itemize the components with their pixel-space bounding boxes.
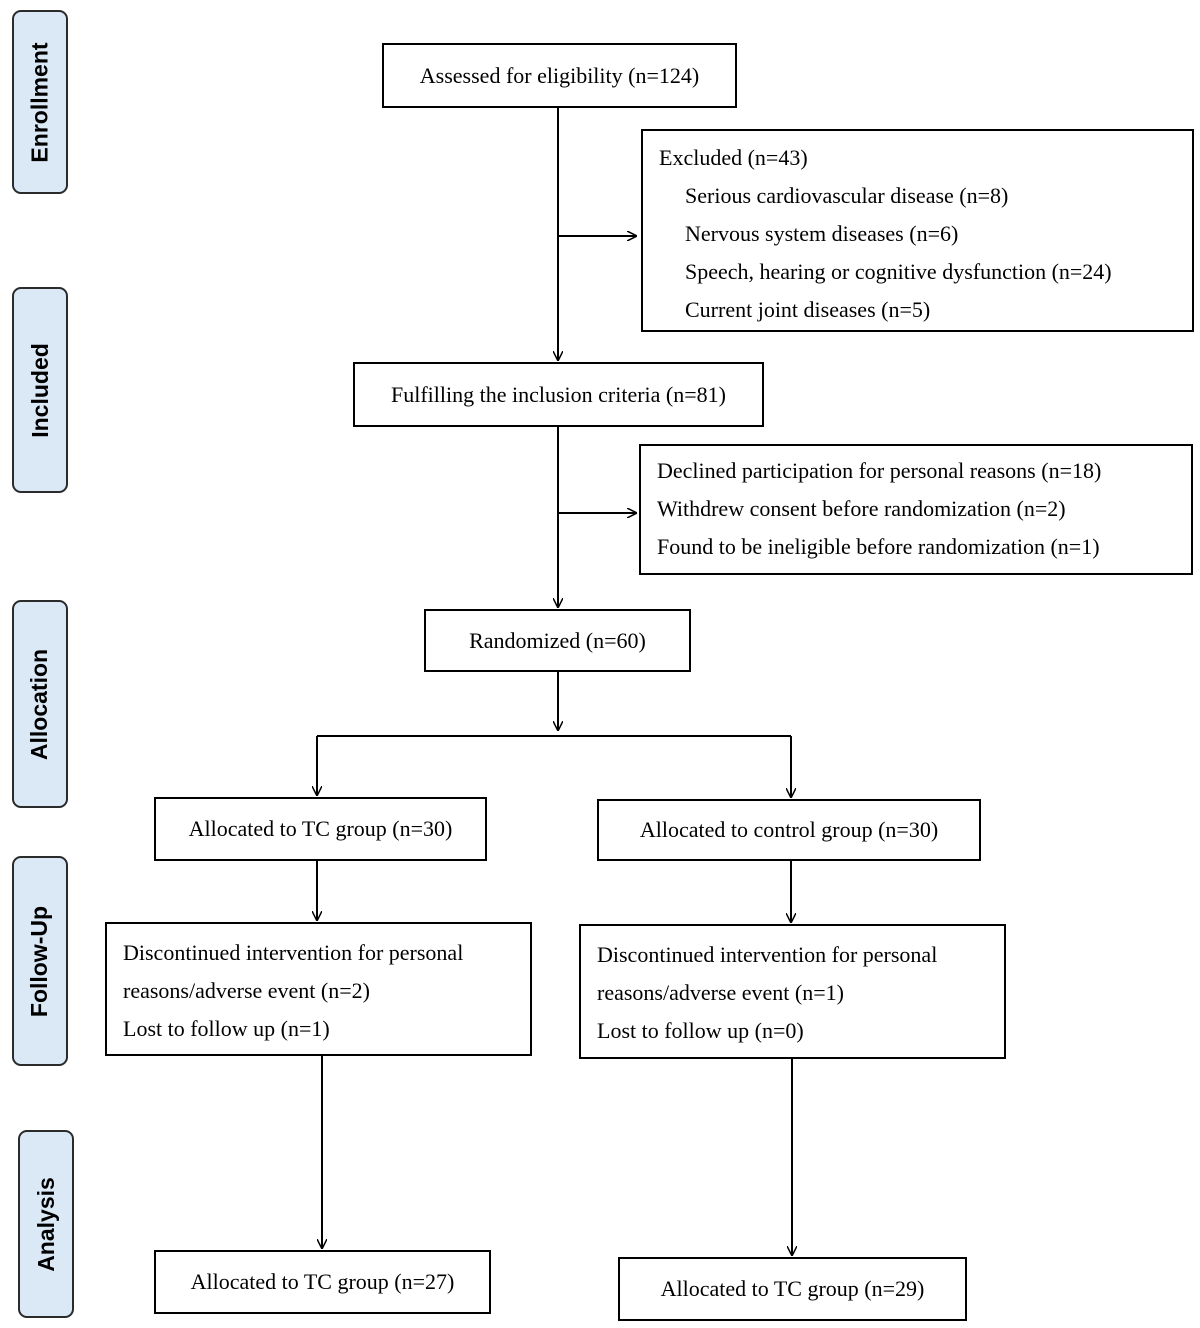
analysis-control-box: Allocated to TC group (n=29) <box>618 1257 967 1321</box>
followup-control-item: Lost to follow up (n=0) <box>597 1018 804 1043</box>
assessed-box: Assessed for eligibility (n=124) <box>382 43 737 108</box>
followup-control-item: Discontinued intervention for personal <box>597 942 938 967</box>
stage-allocation-label: Allocation <box>26 648 53 760</box>
fulfilling-box: Fulfilling the inclusion criteria (n=81) <box>353 362 764 427</box>
alloc-tc-text: Allocated to TC group (n=30) <box>188 816 453 841</box>
stage-enrollment-label: Enrollment <box>26 41 53 163</box>
declined-box: Declined participation for personal reas… <box>639 444 1193 575</box>
alloc-tc-box: Allocated to TC group (n=30) <box>154 797 487 861</box>
stage-analysis: Analysis <box>18 1130 74 1318</box>
stage-included-label: Included <box>26 342 53 438</box>
alloc-control-text: Allocated to control group (n=30) <box>639 817 939 842</box>
stage-enrollment: Enrollment <box>12 10 68 194</box>
stage-included: Included <box>12 287 68 493</box>
stage-analysis-label: Analysis <box>32 1176 59 1272</box>
followup-control-box: Discontinued intervention for personal r… <box>579 924 1006 1059</box>
declined-item: Withdrew consent before randomization (n… <box>657 496 1066 521</box>
alloc-control-box: Allocated to control group (n=30) <box>597 799 981 861</box>
excluded-item: Current joint diseases (n=5) <box>685 297 931 322</box>
followup-tc-item: Discontinued intervention for personal <box>123 940 464 965</box>
excluded-box: Excluded (n=43) Serious cardiovascular d… <box>641 129 1194 332</box>
excluded-item: Serious cardiovascular disease (n=8) <box>685 183 1009 208</box>
stage-allocation: Allocation <box>12 600 68 808</box>
declined-item: Declined participation for personal reas… <box>657 458 1102 483</box>
followup-tc-item: Lost to follow up (n=1) <box>123 1016 330 1041</box>
excluded-item: Nervous system diseases (n=6) <box>685 221 959 246</box>
fulfilling-text: Fulfilling the inclusion criteria (n=81) <box>390 381 726 407</box>
assessed-text: Assessed for eligibility (n=124) <box>419 62 700 88</box>
declined-item: Found to be ineligible before randomizat… <box>657 534 1100 559</box>
analysis-tc-box: Allocated to TC group (n=27) <box>154 1250 491 1314</box>
stage-followup-label: Follow-Up <box>26 905 53 1017</box>
stage-followup: Follow-Up <box>12 856 68 1066</box>
followup-tc-item: reasons/adverse event (n=2) <box>123 978 370 1003</box>
followup-tc-box: Discontinued intervention for personal r… <box>105 922 532 1056</box>
randomized-text: Randomized (n=60) <box>469 627 646 653</box>
followup-control-item: reasons/adverse event (n=1) <box>597 980 844 1005</box>
excluded-title: Excluded (n=43) <box>659 145 808 170</box>
randomized-box: Randomized (n=60) <box>424 609 691 672</box>
excluded-item: Speech, hearing or cognitive dysfunction… <box>685 259 1112 284</box>
analysis-control-text: Allocated to TC group (n=29) <box>660 1276 925 1301</box>
analysis-tc-text: Allocated to TC group (n=27) <box>190 1269 455 1294</box>
